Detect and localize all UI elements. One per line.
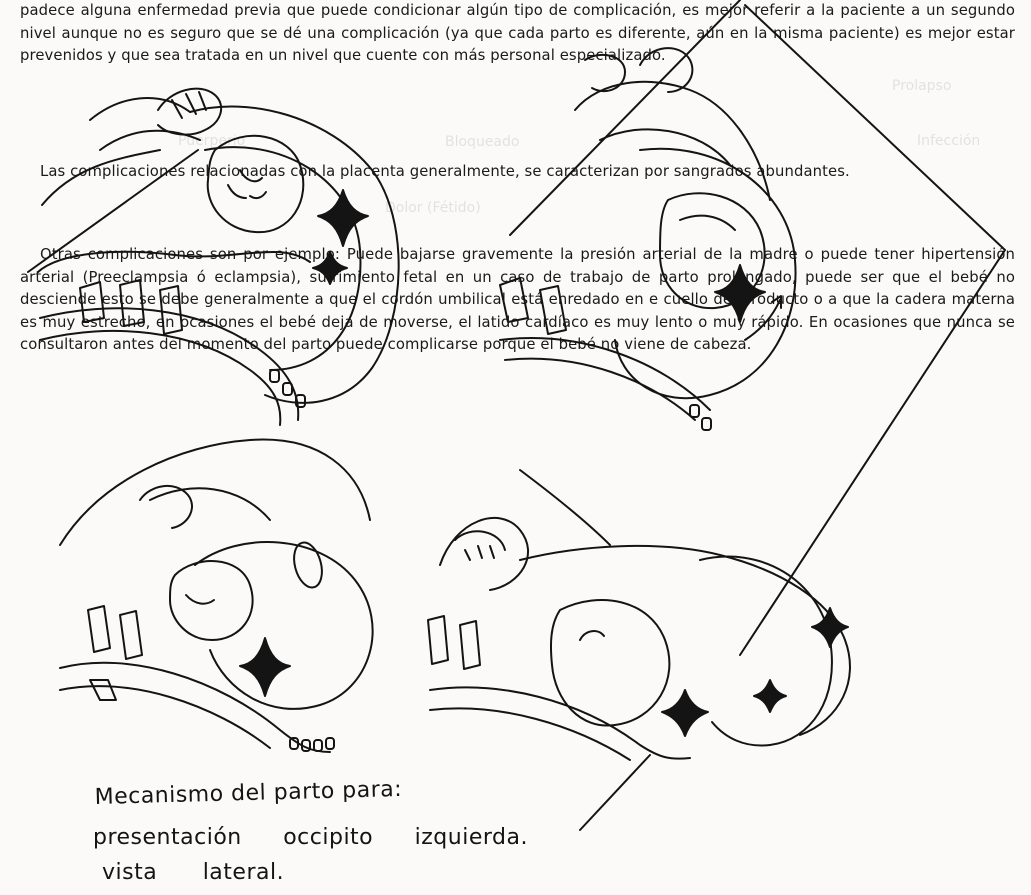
caption-line-3: vista lateral. <box>102 860 284 885</box>
panel-3-drawing <box>60 440 373 752</box>
panel-2-drawing <box>500 0 1005 655</box>
panel-4-drawing <box>428 470 850 830</box>
panel-1-drawing <box>28 89 399 425</box>
caption-line-2: presentación occipito izquierda. <box>93 825 528 850</box>
